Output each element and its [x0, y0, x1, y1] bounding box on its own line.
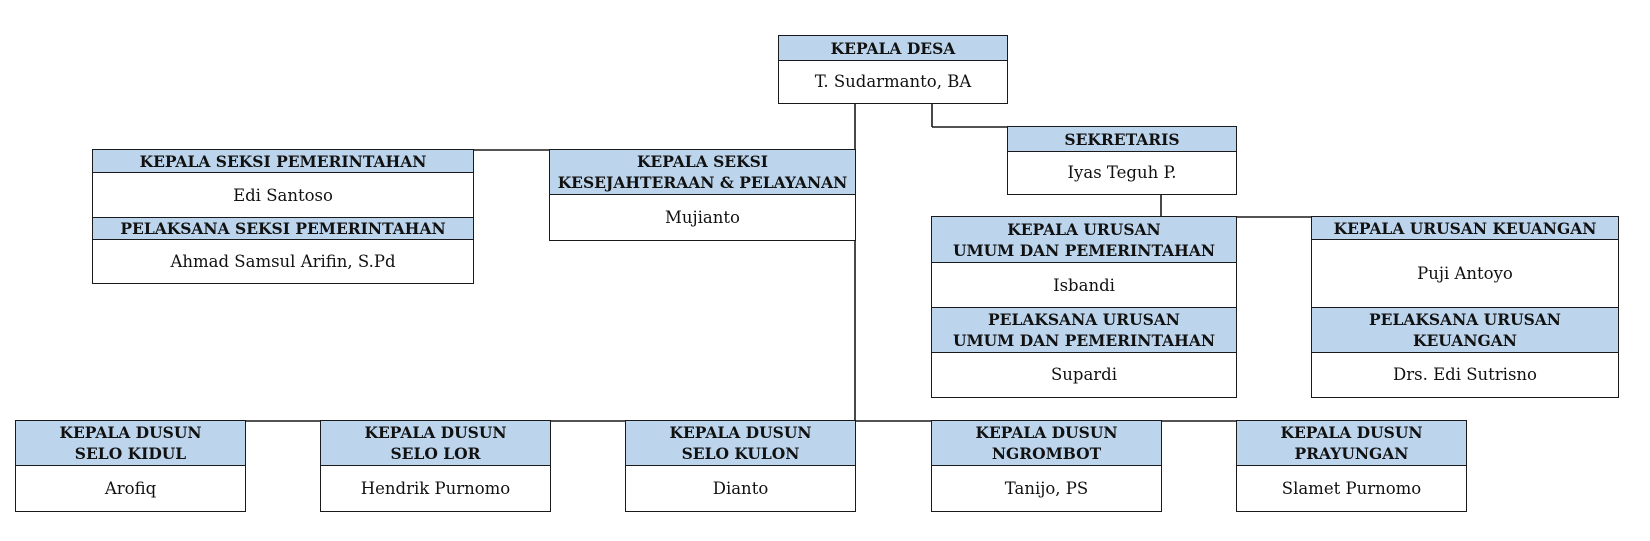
seksi-kesejahteraan-name: Mujianto [665, 207, 740, 227]
seksi-kesejahteraan-title: KEPALA SEKSI KESEJAHTERAAN & PELAYANAN [550, 150, 855, 195]
urusan-keuangan-box: KEPALA URUSAN KEUANGAN Puji Antoyo PELAK… [1311, 216, 1619, 398]
seksi-kesejahteraan-box: KEPALA SEKSI KESEJAHTERAAN & PELAYANAN M… [549, 149, 856, 241]
dusun-selo-kidul-title: KEPALA DUSUN SELO KIDUL [16, 421, 245, 466]
kepala-desa-name: T. Sudarmanto, BA [814, 72, 972, 91]
pelaksana-urusan-umum-title: PELAKSANA URUSAN UMUM DAN PEMERINTAHAN [932, 307, 1236, 353]
kepala-desa-box: KEPALA DESA T. Sudarmanto, BA [778, 35, 1008, 104]
seksi-pemerintahan-title: KEPALA SEKSI PEMERINTAHAN [93, 150, 473, 173]
dusun-ngrombot-title: KEPALA DUSUN NGROMBOT [932, 421, 1161, 466]
urusan-keuangan-name: Puji Antoyo [1417, 264, 1513, 283]
dusun-prayungan-title: KEPALA DUSUN PRAYUNGAN [1237, 421, 1466, 466]
dusun-selo-kulon-title: KEPALA DUSUN SELO KULON [626, 421, 855, 466]
dusun-selo-kidul-box: KEPALA DUSUN SELO KIDUL Arofiq [15, 420, 246, 512]
pelaksana-urusan-keuangan-title: PELAKSANA URUSAN KEUANGAN [1312, 307, 1618, 353]
dusun-prayungan-name: Slamet Purnomo [1281, 478, 1422, 498]
pelaksana-seksi-pemerintahan-title: PELAKSANA SEKSI PEMERINTAHAN [93, 217, 473, 240]
dusun-selo-kidul-name: Arofiq [104, 478, 157, 498]
urusan-umum-box: KEPALA URUSAN UMUM DAN PEMERINTAHAN Isba… [931, 216, 1237, 398]
urusan-umum-name: Isbandi [1053, 275, 1115, 295]
seksi-pemerintahan-box: KEPALA SEKSI PEMERINTAHAN Edi Santoso PE… [92, 149, 474, 284]
urusan-umum-title: KEPALA URUSAN UMUM DAN PEMERINTAHAN [932, 217, 1236, 263]
pelaksana-seksi-pemerintahan-name: Ahmad Samsul Arifin, S.Pd [170, 251, 396, 271]
dusun-ngrombot-name: Tanijo, PS [1004, 478, 1089, 498]
pelaksana-urusan-keuangan-name: Drs. Edi Sutrisno [1393, 365, 1537, 384]
urusan-keuangan-title: KEPALA URUSAN KEUANGAN [1312, 217, 1618, 240]
dusun-selo-kulon-box: KEPALA DUSUN SELO KULON Dianto [625, 420, 856, 512]
dusun-prayungan-box: KEPALA DUSUN PRAYUNGAN Slamet Purnomo [1236, 420, 1467, 512]
seksi-pemerintahan-name: Edi Santoso [233, 185, 333, 205]
sekretaris-name: Iyas Teguh P. [1067, 163, 1177, 182]
pelaksana-urusan-umum-name: Supardi [1050, 365, 1118, 384]
dusun-selo-kulon-name: Dianto [712, 478, 769, 498]
dusun-selo-lor-box: KEPALA DUSUN SELO LOR Hendrik Purnomo [320, 420, 551, 512]
sekretaris-box: SEKRETARIS Iyas Teguh P. [1007, 126, 1237, 195]
dusun-selo-lor-title: KEPALA DUSUN SELO LOR [321, 421, 550, 466]
sekretaris-title: SEKRETARIS [1008, 127, 1236, 152]
dusun-ngrombot-box: KEPALA DUSUN NGROMBOT Tanijo, PS [931, 420, 1162, 512]
kepala-desa-title: KEPALA DESA [779, 36, 1007, 61]
dusun-selo-lor-name: Hendrik Purnomo [360, 478, 511, 498]
